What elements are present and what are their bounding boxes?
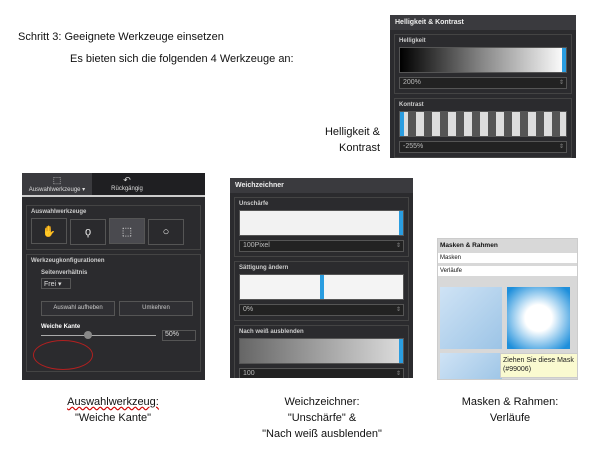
fade-value-input[interactable]: 100 bbox=[239, 368, 404, 378]
brightness-contrast-panel: Helligkeit & Kontrast Helligkeit 200% Ko… bbox=[390, 15, 576, 158]
panel-title: Weichzeichner bbox=[230, 178, 413, 193]
rect-select-icon[interactable]: ⬚ bbox=[109, 218, 145, 244]
dropdown-value: Frei bbox=[44, 280, 57, 288]
panel-title: Masken & Rahmen bbox=[440, 242, 498, 249]
feather-value-input[interactable]: 50% bbox=[162, 329, 196, 341]
tools-label: Auswahlwerkzeuge bbox=[31, 209, 87, 215]
caption-line: Auswahlwerkzeug: bbox=[67, 396, 159, 408]
caption-line: Kontrast bbox=[339, 142, 380, 154]
slider-handle[interactable] bbox=[399, 339, 403, 363]
tooltip-line: (#99006) bbox=[503, 366, 532, 373]
blur-group: Unschärfe 100Pixel bbox=[234, 197, 409, 257]
contrast-value-input[interactable]: -255% bbox=[399, 141, 567, 153]
caption-line: Masken & Rahmen: bbox=[461, 396, 559, 408]
gradient-thumbnail[interactable] bbox=[440, 287, 502, 349]
tooltip-line: Ziehen Sie diese Mask bbox=[503, 357, 574, 364]
caption-line: Verläufe bbox=[489, 412, 531, 424]
rect-select-icon: ⬚ bbox=[52, 175, 62, 185]
button-label: Rückgängig bbox=[111, 186, 143, 192]
slider-handle[interactable] bbox=[319, 275, 324, 299]
brightness-value-input[interactable]: 200% bbox=[399, 77, 567, 89]
saturation-label: Sättigung ändern bbox=[239, 265, 289, 271]
panel-title: Helligkeit & Kontrast bbox=[390, 15, 576, 30]
tab-label: Auswahlwerkzeuge bbox=[28, 187, 81, 193]
contrast-slider[interactable] bbox=[399, 111, 567, 137]
saturation-group: Sättigung ändern 0% bbox=[234, 261, 409, 321]
blur-value-input[interactable]: 100Pixel bbox=[239, 240, 404, 252]
aspect-label: Seitenverhältnis bbox=[41, 269, 88, 276]
intro-text: Es bieten sich die folgenden 4 Werkzeuge… bbox=[70, 53, 294, 65]
masks-caption: Masken & Rahmen: Verläufe bbox=[430, 394, 590, 426]
fade-slider[interactable] bbox=[239, 338, 404, 364]
hand-icon[interactable]: ✋ bbox=[31, 218, 67, 244]
brightness-caption: Helligkeit & Kontrast bbox=[325, 124, 380, 156]
blur-label: Unschärfe bbox=[239, 201, 269, 207]
blur-slider[interactable] bbox=[239, 210, 404, 236]
step-heading: Schritt 3: Geeignete Werkzeuge einsetzen bbox=[18, 31, 224, 43]
blur-panel: Weichzeichner Unschärfe 100Pixel Sättigu… bbox=[230, 178, 413, 378]
ellipse-select-icon[interactable]: ○ bbox=[148, 218, 184, 245]
masks-panel: Masken & Rahmen Masken Verläufe Ziehen S… bbox=[437, 238, 578, 380]
config-label: Werkzeugkonfigurationen bbox=[31, 257, 105, 264]
caption-line: Weichzeichner: bbox=[284, 396, 360, 408]
feather-label: Weiche Kante bbox=[41, 323, 81, 330]
config-group: Werkzeugkonfigurationen Seitenverhältnis… bbox=[26, 253, 201, 372]
contrast-group: Kontrast -255% bbox=[394, 98, 572, 158]
feather-slider[interactable]: 50% bbox=[41, 329, 196, 341]
fade-group: Nach weiß ausblenden 100 bbox=[234, 325, 409, 378]
invert-button[interactable]: Umkehren bbox=[119, 300, 193, 316]
gradients-item[interactable]: Verläufe bbox=[438, 266, 577, 276]
slider-handle[interactable] bbox=[84, 330, 92, 339]
brightness-group: Helligkeit 200% bbox=[394, 34, 572, 94]
selection-caption: Auswahlwerkzeug: "Weiche Kante" bbox=[23, 394, 203, 426]
tools-group: Auswahlwerkzeuge ✋ϙ⬚○ bbox=[26, 205, 201, 250]
slider-handle[interactable] bbox=[399, 211, 403, 235]
undo-button[interactable]: ↶Rückgängig bbox=[92, 173, 162, 195]
aspect-dropdown[interactable]: Frei ▾ bbox=[41, 277, 71, 289]
selection-tools-tab[interactable]: ⬚Auswahlwerkzeuge ▾ bbox=[22, 173, 92, 195]
brightness-label: Helligkeit bbox=[399, 38, 426, 44]
fade-label: Nach weiß ausblenden bbox=[239, 329, 304, 335]
tooltip: Ziehen Sie diese Mask (#99006) bbox=[500, 353, 577, 378]
blur-caption: Weichzeichner: "Unschärfe" & "Nach weiß … bbox=[222, 394, 422, 442]
contrast-label: Kontrast bbox=[399, 102, 424, 108]
brightness-slider[interactable] bbox=[399, 47, 567, 73]
lasso-icon[interactable]: ϙ bbox=[70, 218, 106, 245]
toolbar: ⬚Auswahlwerkzeuge ▾ ↶Rückgängig bbox=[22, 173, 205, 197]
caption-line: Helligkeit & bbox=[324, 126, 380, 138]
saturation-value-input[interactable]: 0% bbox=[239, 304, 404, 316]
caption-line: "Weiche Kante" bbox=[74, 412, 152, 424]
caption-line: "Unschärfe" & bbox=[287, 412, 357, 424]
masks-item[interactable]: Masken bbox=[438, 253, 577, 263]
slider-handle[interactable] bbox=[562, 48, 566, 72]
slider-handle[interactable] bbox=[400, 112, 404, 136]
caption-line: "Nach weiß ausblenden" bbox=[262, 428, 382, 440]
gradient-thumbnail-selected[interactable] bbox=[507, 287, 570, 349]
saturation-slider[interactable] bbox=[239, 274, 404, 300]
undo-icon: ↶ bbox=[123, 175, 131, 185]
gradient-thumbnail[interactable] bbox=[440, 353, 502, 379]
highlight-ellipse bbox=[33, 340, 93, 370]
deselect-button[interactable]: Auswahl aufheben bbox=[41, 300, 115, 316]
